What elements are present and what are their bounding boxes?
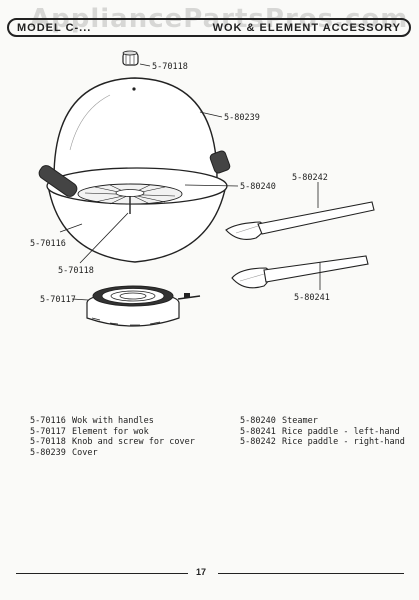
- element-drawing: [86, 285, 201, 327]
- legend-row: 5-70116 Wok with handles: [30, 416, 195, 427]
- legend-description: Wok with handles: [72, 416, 154, 426]
- legend-description: Knob and screw for cover: [72, 437, 195, 447]
- legend-part-number: 5-80241: [240, 426, 276, 437]
- knob-drawing: [122, 50, 139, 66]
- callout-paddle-left: 5-80241: [294, 293, 330, 303]
- callout-knob: 5-70118: [152, 62, 188, 72]
- legend-description: Steamer: [282, 416, 318, 426]
- legend-row: 5-70118 Knob and screw for cover: [30, 437, 195, 448]
- callout-steamer: 5-80240: [240, 182, 276, 192]
- paddle-right-drawing: [225, 201, 375, 240]
- callout-element: 5-70117: [40, 295, 76, 305]
- section-title: WOK & ELEMENT ACCESSORY: [212, 21, 401, 34]
- legend-row: 5-80240 Steamer: [240, 416, 405, 427]
- legend-part-number: 5-70116: [30, 416, 66, 426]
- wok-drawing: [38, 150, 231, 263]
- legend-row: 5-80239 Cover: [30, 448, 195, 459]
- legend-description: Element for wok: [72, 426, 149, 437]
- legend-left: 5-70116 Wok with handles 5-70117 Element…: [30, 416, 195, 458]
- legend-row: 5-80241 Rice paddle - left-hand: [240, 427, 405, 438]
- legend-description: Cover: [72, 447, 98, 458]
- legend-part-number: 5-80242: [240, 437, 276, 447]
- callout-cover: 5-80239: [224, 113, 260, 123]
- parts-diagram: 5-70118 5-80239 5-80240 5-70116 5-70118: [30, 50, 375, 327]
- legend-part-number: 5-80239: [30, 447, 66, 458]
- callout-paddle-right: 5-80242: [292, 173, 328, 183]
- callout-knob-screw: 5-70118: [58, 266, 94, 276]
- cover-drawing: [53, 77, 218, 188]
- page-number: 17: [196, 567, 207, 577]
- legend-description: Rice paddle - right-hand: [282, 437, 405, 447]
- footer-rule-right: [218, 573, 404, 574]
- legend-part-number: 5-80240: [240, 416, 276, 426]
- legend-description: Rice paddle - left-hand: [282, 426, 400, 437]
- legend-part-number: 5-70117: [30, 426, 66, 437]
- legend-right: 5-80240 Steamer 5-80241 Rice paddle - le…: [240, 416, 405, 448]
- legend-row: 5-70117 Element for wok: [30, 427, 195, 438]
- callout-wok: 5-70116: [30, 239, 66, 249]
- legend-part-number: 5-70118: [30, 437, 66, 447]
- paddle-left-drawing: [231, 255, 369, 289]
- footer-rule-left: [16, 573, 188, 574]
- model-label: MODEL C-...: [17, 21, 92, 34]
- header-bar: MODEL C-... WOK & ELEMENT ACCESSORY: [7, 18, 411, 37]
- legend-row: 5-80242 Rice paddle - right-hand: [240, 437, 405, 448]
